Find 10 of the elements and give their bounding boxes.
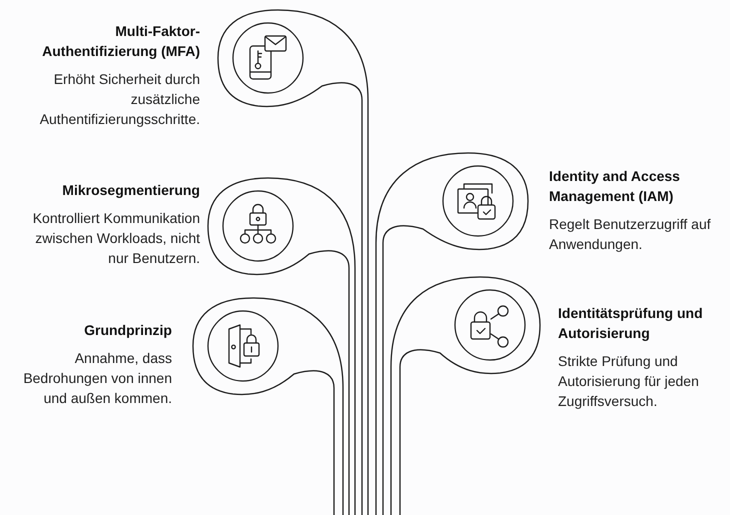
description: Erhöht Sicherheit durch zusätzliche Authentifizierungsschritte. <box>38 70 200 129</box>
description: Regelt Benutzerzugriff auf Anwendungen. <box>549 215 712 254</box>
heading: Mikrosegmentierung <box>61 181 200 200</box>
description: Annahme, dass Bedrohungen von innen und außen kommen. <box>22 349 172 408</box>
description: Kontrolliert Kommunikation zwischen Workloads, nicht nur Benutzern. <box>32 209 200 268</box>
heading: Identitätsprüfung und Autorisierung <box>558 304 704 343</box>
heading: Identity and Access Management (IAM) <box>549 167 681 206</box>
heading: Grundprinzip <box>83 321 172 340</box>
heading: Multi-Faktor- Authentifizierung (MFA) <box>41 22 200 61</box>
description: Strikte Prüfung und Autorisierung für jeden Zugriffsversuch. <box>558 352 700 411</box>
